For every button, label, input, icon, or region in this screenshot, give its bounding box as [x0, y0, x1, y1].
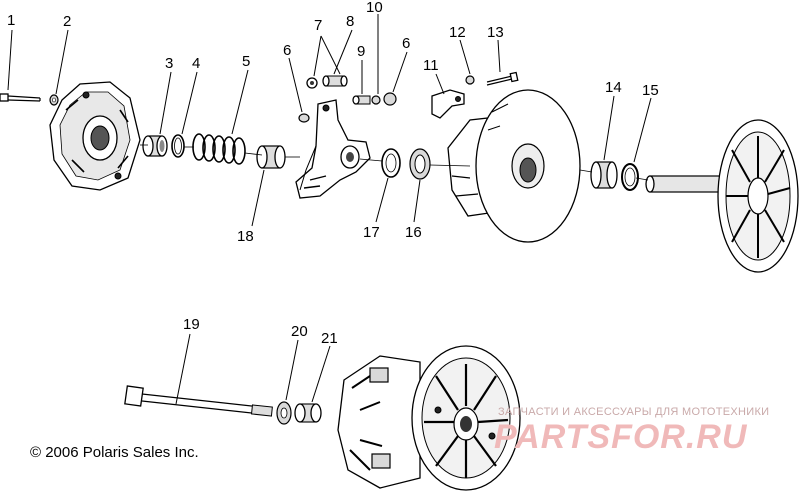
part-4-ring: [171, 134, 185, 158]
leader-lines: [7, 14, 652, 405]
callout-13: 13: [487, 24, 504, 41]
callout-2: 2: [63, 13, 71, 30]
callout-17: 17: [363, 224, 380, 241]
callout-12: 12: [449, 24, 466, 41]
part-14-bushing: [590, 161, 618, 189]
callout-3: 3: [165, 55, 173, 72]
callout-5: 5: [242, 53, 250, 70]
callout-8: 8: [346, 13, 354, 30]
part-12-nut: [465, 75, 475, 85]
callout-15: 15: [642, 82, 659, 99]
callout-14: 14: [605, 79, 622, 96]
part-6-roller-right: [383, 92, 397, 106]
callout-6-left: 6: [283, 42, 291, 59]
assembly-axis: [140, 144, 649, 181]
fixed-sheave: [645, 119, 799, 273]
cover-plate: [49, 81, 141, 191]
watermark-logo: PARTSFOR.RU: [494, 418, 748, 456]
part-20-washer: [276, 401, 292, 425]
part-9-pin: [352, 95, 371, 105]
callout-labels: 1 2 3 4 5 6 7 8 9 10 6 11 12 13 14 15 16…: [7, 0, 659, 347]
part-11-weight: [431, 89, 465, 119]
part-17-washer: [381, 148, 401, 178]
part-19-bolt: [124, 385, 273, 417]
spider-arm: [295, 99, 371, 199]
part-7-bushing: [306, 77, 318, 89]
callout-10: 10: [366, 0, 383, 16]
callout-1: 1: [7, 12, 15, 29]
part-21-spacer: [294, 403, 322, 423]
assembled-clutch: [337, 345, 521, 491]
part-2-washer: [49, 94, 59, 106]
part-6-roller-left: [298, 113, 310, 123]
part-1-bolt: [0, 93, 41, 102]
callout-20: 20: [291, 323, 308, 340]
callout-16: 16: [405, 224, 422, 241]
part-8-pin: [322, 75, 348, 87]
callout-21: 21: [321, 330, 338, 347]
callout-11: 11: [423, 57, 439, 74]
part-13-bolt: [486, 71, 519, 86]
part-5-spring: [192, 133, 246, 165]
part-16-bearing: [409, 148, 431, 180]
part-15-ring: [621, 163, 639, 191]
part-3-bushing: [142, 135, 168, 157]
copyright-notice: © 2006 Polaris Sales Inc.: [30, 444, 199, 461]
callout-6-right: 6: [402, 35, 410, 52]
part-18-sleeve: [256, 145, 286, 169]
callout-7: 7: [314, 17, 322, 34]
callout-19: 19: [183, 316, 200, 333]
movable-sheave: [447, 89, 581, 243]
watermark-tagline: ЗАПЧАСТИ И АКСЕССУАРЫ ДЛЯ МОТОТЕХНИКИ: [498, 406, 770, 418]
callout-4: 4: [192, 55, 200, 72]
part-10-roller: [371, 95, 381, 105]
callout-9: 9: [357, 43, 365, 60]
callout-18: 18: [237, 228, 254, 245]
